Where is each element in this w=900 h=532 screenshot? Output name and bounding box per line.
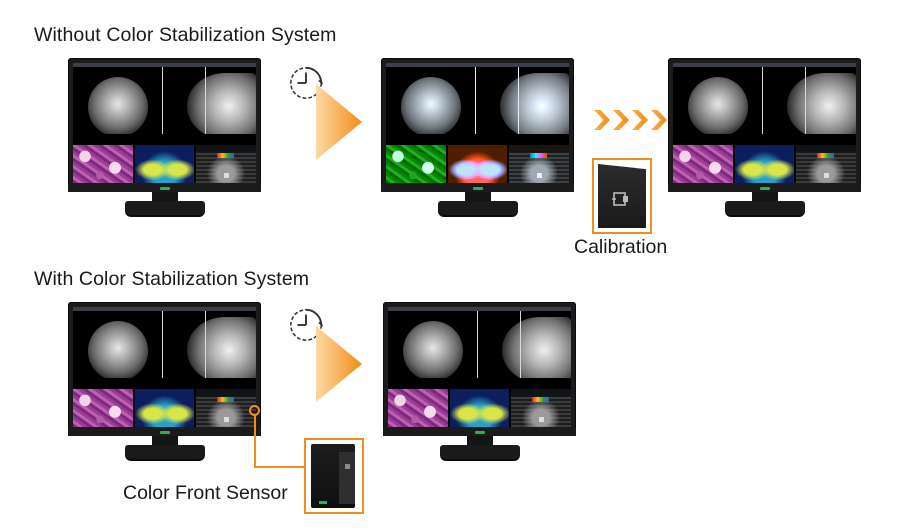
front-sensor-closeup-box xyxy=(304,438,364,514)
sensor-connector-horizontal xyxy=(254,466,304,468)
monitor-drifted xyxy=(381,58,574,216)
monitor-stabilized xyxy=(383,302,576,460)
calibration-caption: Calibration xyxy=(574,236,668,258)
chevron-right-icon xyxy=(632,110,648,130)
front-sensor-device xyxy=(311,444,355,508)
clock-elapsed-icon xyxy=(290,66,324,99)
heading-with-system: With Color Stabilization System xyxy=(34,268,310,290)
monitor-calibrated xyxy=(668,58,861,216)
chevron-right-icon xyxy=(594,110,610,130)
orange-triangle-arrow-icon xyxy=(316,84,362,160)
calibration-sensor-box xyxy=(592,158,652,234)
monitor-initial xyxy=(68,58,261,216)
sensor-connector-vertical xyxy=(254,415,256,468)
front-sensor-caption: Color Front Sensor xyxy=(123,482,288,504)
orange-triangle-arrow-icon xyxy=(316,326,362,402)
monitor-with-sensor xyxy=(68,302,261,460)
clock-elapsed-icon xyxy=(290,308,324,341)
calibration-sensor-device xyxy=(598,164,646,228)
sensor-icon xyxy=(612,192,628,206)
chevron-right-icon xyxy=(651,110,667,130)
progress-chevrons xyxy=(594,110,667,130)
chevron-right-icon xyxy=(613,110,629,130)
heading-without-system: Without Color Stabilization System xyxy=(34,24,337,46)
